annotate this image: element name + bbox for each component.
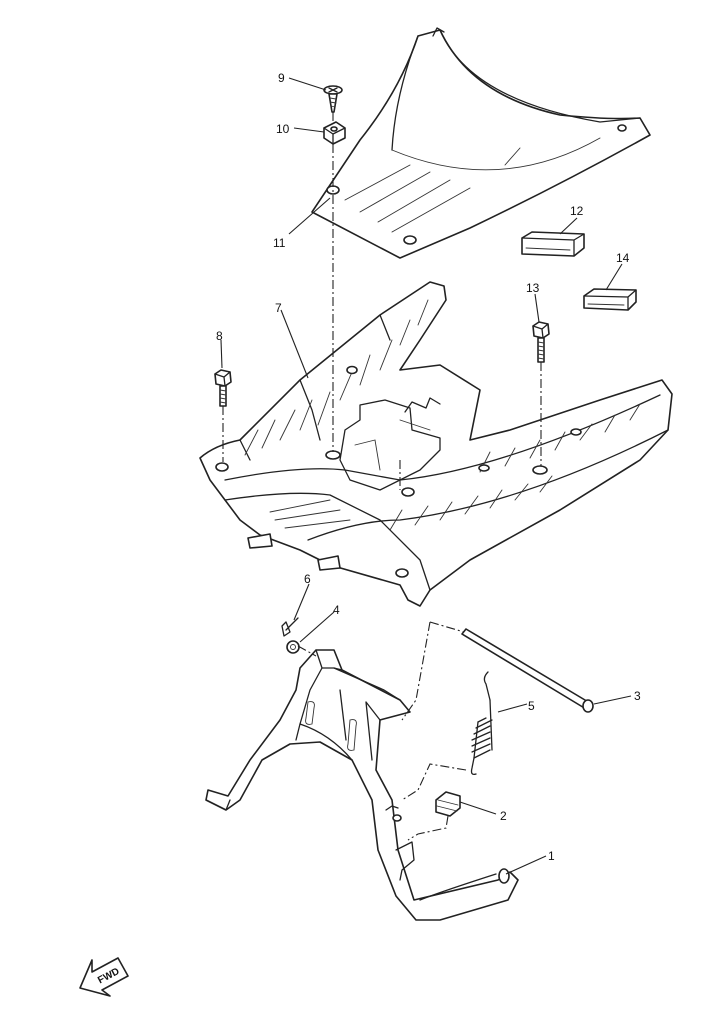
main-stand (205, 649, 519, 921)
screw-part (323, 85, 343, 113)
nut-clip-part (323, 121, 346, 145)
alignment-lines (222, 112, 542, 841)
label-part-12 (521, 231, 585, 257)
callout-1: 1 (548, 849, 555, 863)
footrest-board (199, 281, 673, 607)
fwd-arrow-icon: FWD (79, 957, 129, 997)
bolt-part-13 (532, 321, 550, 363)
callouts: 1 2 3 4 5 6 7 8 9 10 11 12 13 14 (216, 71, 641, 863)
shaft-part (461, 628, 594, 713)
callout-5: 5 (528, 699, 535, 713)
callout-10: 10 (276, 122, 290, 136)
washer-part (286, 640, 300, 654)
cotter-pin-part (281, 617, 299, 637)
bolt-part-8 (214, 369, 232, 407)
spring-part (470, 671, 493, 776)
callout-13: 13 (526, 281, 540, 295)
callout-3: 3 (634, 689, 641, 703)
label-part-14 (583, 288, 637, 311)
leader-lines (220, 77, 632, 875)
callout-11: 11 (273, 236, 286, 250)
callout-12: 12 (570, 204, 584, 218)
callout-2: 2 (500, 809, 507, 823)
callout-14: 14 (616, 251, 630, 265)
stopper-part (435, 791, 461, 817)
callout-7: 7 (275, 301, 282, 315)
front-cover (311, 27, 651, 259)
callout-8: 8 (216, 329, 223, 343)
callout-4: 4 (333, 603, 340, 617)
callout-9: 9 (278, 71, 285, 85)
callout-6: 6 (304, 572, 311, 586)
